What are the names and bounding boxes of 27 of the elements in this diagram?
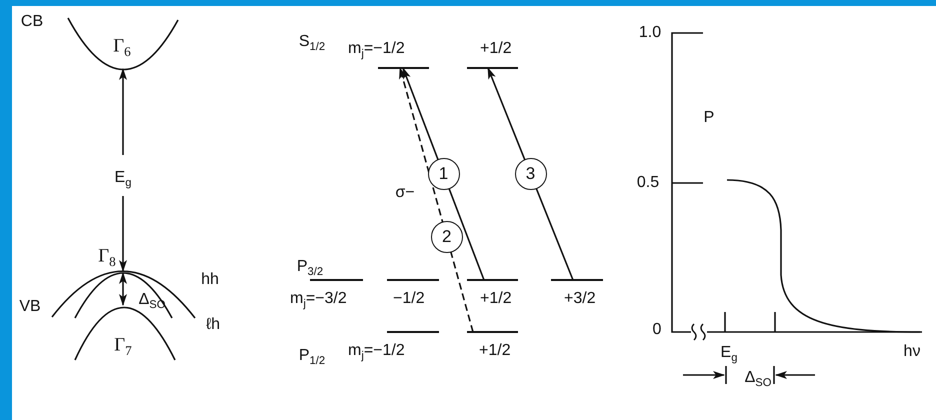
band-label: CB	[20, 14, 44, 30]
band-label: VB	[19, 299, 41, 315]
polarization-label: σ−	[395, 185, 415, 201]
band-label: ℓh	[206, 317, 220, 333]
state-label: P$_{1/2}$	[298, 348, 326, 364]
level-label: −1/2	[392, 291, 426, 307]
tick-label: 1.0	[638, 25, 662, 41]
level-label: +1/2	[479, 291, 513, 307]
energy-label: E$_{g}$	[114, 170, 132, 186]
level-label: m$_{j}$=−3/2	[290, 291, 348, 307]
level-label: +3/2	[563, 291, 597, 307]
level-label: +1/2	[478, 343, 512, 359]
level-label: +1/2	[479, 41, 513, 57]
symmetry-label: Γ$_{7}$	[114, 336, 132, 354]
symmetry-label: Γ$_{6}$	[113, 36, 131, 56]
band-label: hh	[201, 272, 219, 288]
tick-label: 0	[652, 322, 662, 338]
state-label: P$_{3/2}$	[296, 259, 324, 275]
axis-label: P	[704, 110, 714, 126]
axis-label: hν	[904, 344, 920, 360]
level-label: m$_{j}$=−1/2	[348, 41, 406, 57]
level-label: m$_{j}$=−1/2	[348, 343, 406, 359]
state-label: S$_{1/2}$	[298, 34, 326, 50]
axis-label: E$_{g}$	[720, 345, 738, 361]
symmetry-label: Γ$_{8}$	[98, 246, 116, 266]
dimension-label: Δ$_{SO}$	[744, 370, 772, 386]
tick-label: 0.5	[636, 175, 660, 191]
